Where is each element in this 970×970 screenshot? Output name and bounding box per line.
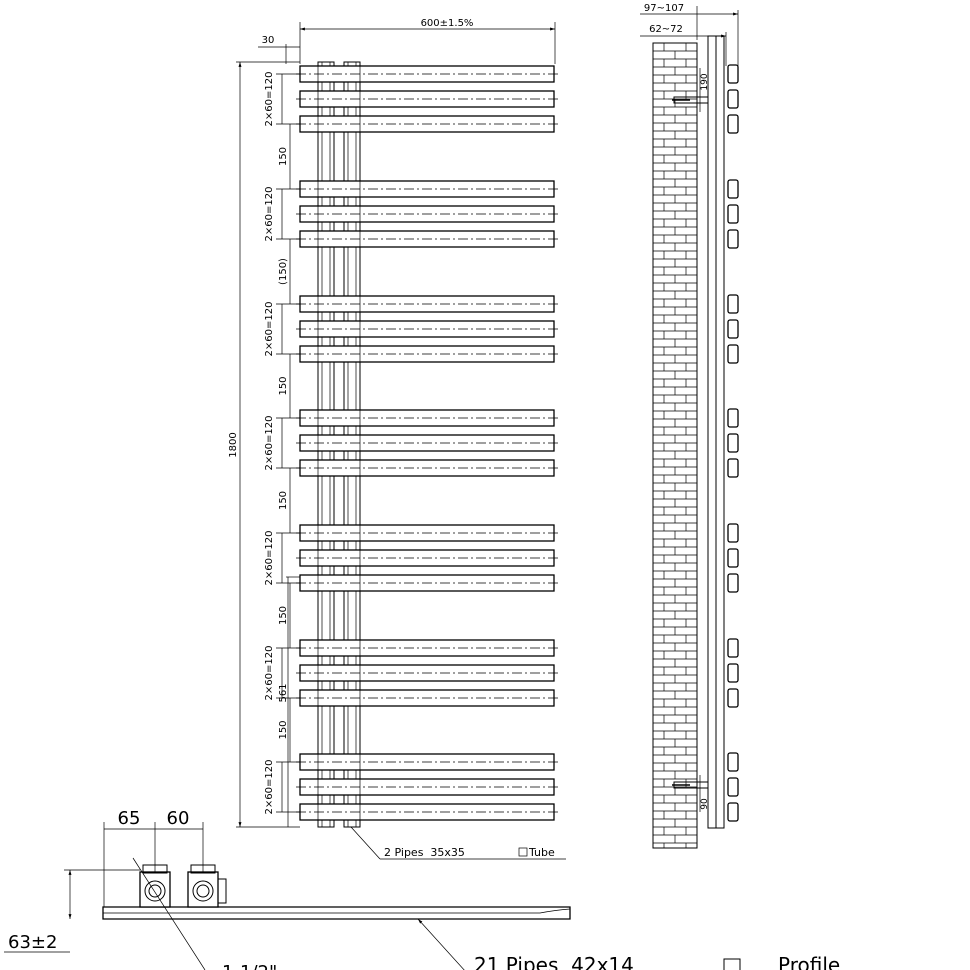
offset-label: 30 (262, 35, 275, 46)
depth-outer-label: 97~107 (644, 3, 684, 14)
bar-profile (727, 752, 739, 772)
bar-profile (727, 319, 739, 339)
group-gap-label: 150 (278, 376, 289, 395)
bar-spacing-dimensions: 2×60=120 150 2×60=120 (150) 2×60=120 150 2×60=… (264, 72, 300, 815)
valve-spacing-dimensions: 65 60 (103, 808, 204, 907)
pitch-label: 2×60=120 (264, 646, 275, 701)
spacing-a-label: 65 (118, 808, 141, 829)
bar-profile (727, 573, 739, 593)
thread-callout: 1/2" 1 (132, 857, 277, 970)
profile-square-icon (723, 958, 741, 970)
bar-profile (727, 89, 739, 109)
bar-profile (727, 408, 739, 428)
pitch-label: 2×60=120 (264, 72, 275, 127)
bar-profile (727, 548, 739, 568)
bar-profile (727, 294, 739, 314)
bar-profile (727, 433, 739, 453)
height-label: 1800 (228, 432, 239, 457)
width-label: 600±1.5% (421, 18, 474, 29)
group-gap-label: (150) (278, 258, 289, 285)
bar-profile (727, 638, 739, 658)
group-gap-label: 150 (278, 720, 289, 739)
bar-profile (727, 802, 739, 822)
front-view: 600±1.5% 30 1800 2×60=120 150 2×60=120 (150… (228, 18, 566, 860)
horizontal-bars (296, 65, 558, 821)
depth-inner-label: 62~72 (649, 24, 683, 35)
pitch-label: 2×60=120 (264, 302, 275, 357)
pipes-callout-bottom: 21 Pipes 42x14 Profile (417, 918, 840, 970)
width-dimension: 600±1.5% (299, 18, 556, 64)
top-bracket: 190 (672, 68, 710, 112)
pitch-label: 2×60=120 (264, 760, 275, 815)
group-gap-label: 150 (278, 147, 289, 166)
brick-wall (652, 42, 698, 849)
bracket-top-label: 190 (700, 73, 710, 90)
bar-profile (727, 344, 739, 364)
bottom-pipes-label: 21 Pipes 42x14 (474, 953, 634, 970)
bottom-height-label: 63±2 (8, 932, 57, 953)
depth-dimensions: 97~107 62~72 (640, 3, 739, 66)
aside-label: 561 (278, 683, 289, 702)
side-bar-profiles (727, 64, 739, 822)
spacing-b-label: 60 (167, 808, 190, 829)
aside-dimension: 561 (278, 576, 300, 827)
thread-prefix: 1 (222, 962, 233, 970)
bottom-bracket: 90 (672, 775, 710, 812)
thread-label: 1/2" (240, 962, 277, 970)
pitch-label: 2×60=120 (264, 531, 275, 586)
group-gap-label: 150 (278, 606, 289, 625)
bar-profile (727, 114, 739, 134)
offset-dimension: 30 (258, 35, 300, 64)
bar-profile (727, 663, 739, 683)
left-valve (139, 864, 171, 908)
tube-square-icon (518, 847, 528, 857)
bar-profile (727, 458, 739, 478)
right-valve (187, 864, 227, 908)
bottom-view: 65 60 63±2 1/2" 1 21 Pipes 42x14 Profile (4, 808, 840, 970)
pipes-callout: 2 Pipes 35x35 Tube (350, 826, 566, 860)
height-dimension: 1800 (228, 61, 300, 828)
bottom-height-dimension: 63±2 (4, 869, 140, 953)
pitch-label: 2×60=120 (264, 187, 275, 242)
tube-label: Tube (528, 846, 555, 859)
front-pipes-label: 2 Pipes 35x35 (384, 846, 465, 859)
bar-profile (727, 204, 739, 224)
bar-profile (727, 523, 739, 543)
pitch-label: 2×60=120 (264, 416, 275, 471)
bar-profile (727, 64, 739, 84)
bar-profile (727, 777, 739, 797)
side-view: 190 90 97~107 62~72 (640, 3, 739, 849)
bar-profile (727, 229, 739, 249)
profile-label: Profile (778, 953, 840, 970)
bar-profile (727, 179, 739, 199)
group-gap-label: 150 (278, 491, 289, 510)
bar-profile (727, 688, 739, 708)
bracket-bottom-label: 90 (700, 798, 710, 810)
